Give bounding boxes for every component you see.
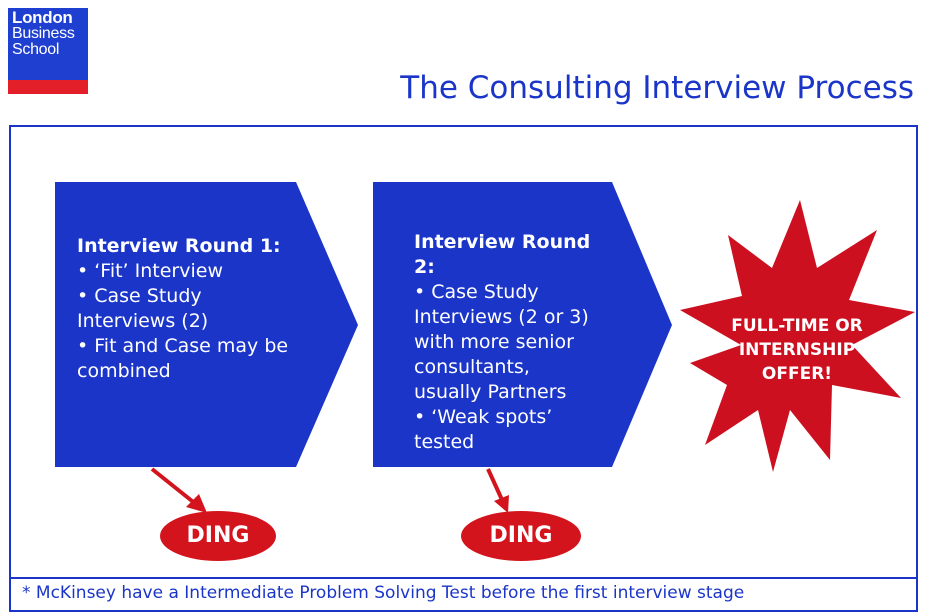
logo-line-2: Business xyxy=(12,25,75,42)
round-1-text: Interview Round 1: • ‘Fit’ Interview • C… xyxy=(77,234,292,384)
footnote: * McKinsey have a Intermediate Problem S… xyxy=(22,583,745,603)
offer-starburst xyxy=(680,200,915,472)
round-2-bullet-1: • Case Study Interviews (2 or 3) with mo… xyxy=(414,281,589,403)
offer-line-1: FULL-TIME OR xyxy=(731,316,863,336)
logo-line-1: London xyxy=(12,8,73,27)
round-2-chevron xyxy=(373,182,672,467)
round-2-text: Interview Round 2: • Case Study Intervie… xyxy=(414,230,594,455)
round-1-bullet-1: • ‘Fit’ Interview xyxy=(77,260,223,282)
offer-text: FULL-TIME OR INTERNSHIP OFFER! xyxy=(722,314,872,386)
round-2-bullet-2: • ‘Weak spots’ tested xyxy=(414,406,553,453)
round-2-heading: Interview Round 2: xyxy=(414,231,591,278)
round-1-bullet-2: • Case Study Interviews (2) xyxy=(77,285,209,332)
round-1-ding-ellipse xyxy=(160,511,276,561)
offer-line-2: INTERNSHIP xyxy=(738,340,856,360)
round-1-ding-arrow xyxy=(150,467,207,513)
london-business-school-logo: London Business School xyxy=(8,8,88,94)
logo-red-band xyxy=(8,80,88,94)
round-1-chevron xyxy=(55,182,358,467)
round-1-heading: Interview Round 1: xyxy=(77,235,281,257)
logo-line-3: School xyxy=(12,41,60,58)
footnote-divider xyxy=(9,577,918,579)
offer-line-3: OFFER! xyxy=(761,364,833,384)
page-title: The Consulting Interview Process xyxy=(400,70,914,106)
round-2-ding-ellipse xyxy=(461,511,581,561)
round-2-ding-arrow xyxy=(486,468,509,513)
diagram-frame xyxy=(9,125,918,612)
round-1-ding-label: DING xyxy=(186,523,250,548)
round-2-ding-label: DING xyxy=(489,523,553,548)
round-1-bullet-3: • Fit and Case may be combined xyxy=(77,335,289,382)
